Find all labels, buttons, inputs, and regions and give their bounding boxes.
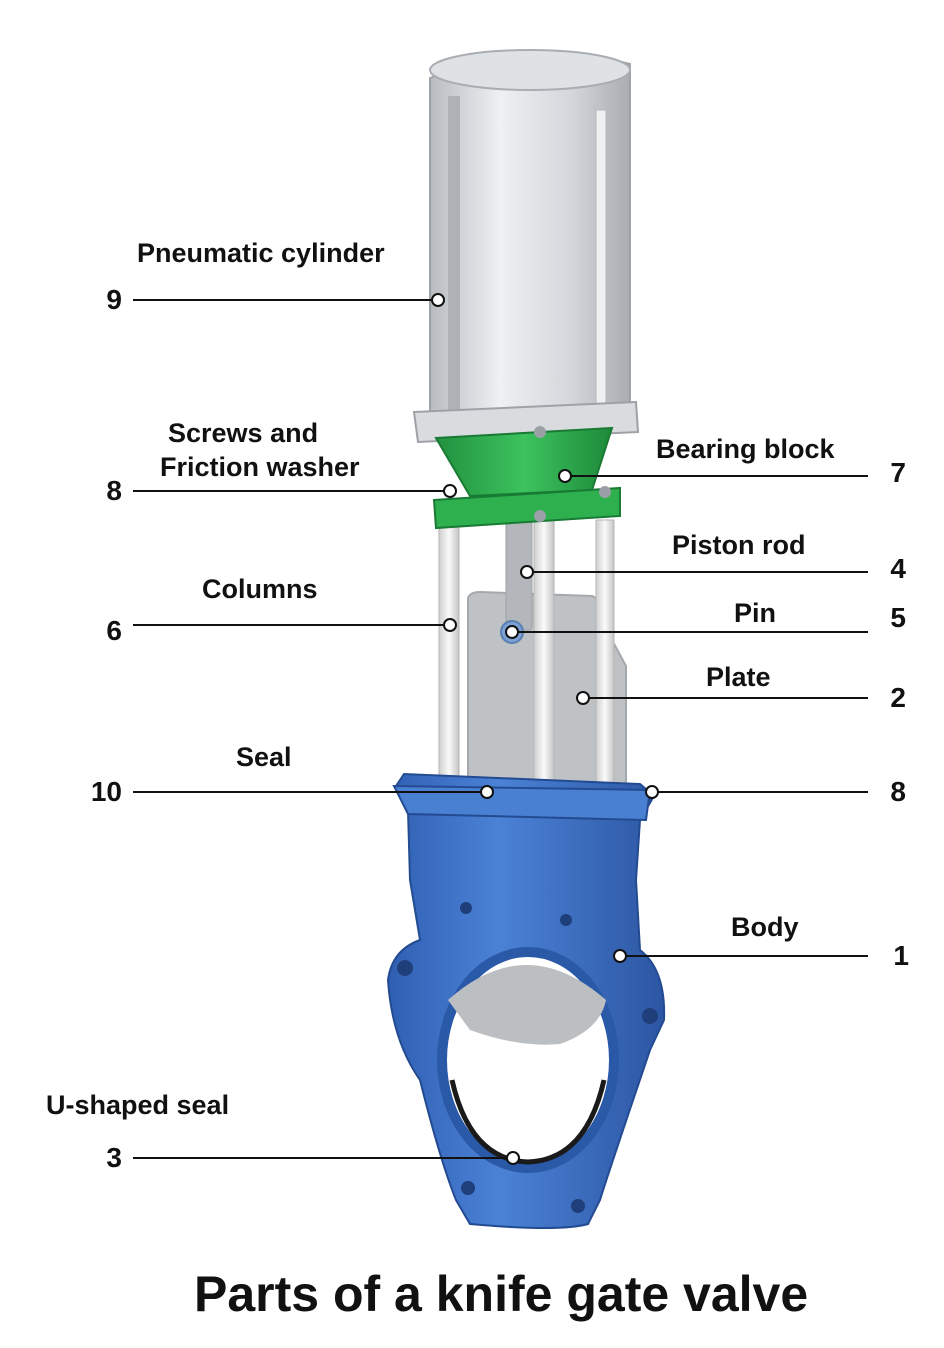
column-right xyxy=(595,519,615,801)
number-7: 7 xyxy=(890,457,906,488)
label-pin: Pin xyxy=(734,598,776,628)
bolt-hole-3 xyxy=(460,902,472,914)
marker-10 xyxy=(480,785,494,799)
screw-3 xyxy=(534,510,546,522)
part-labels: Pneumatic cylinder 9 Screws and Friction… xyxy=(46,238,909,1173)
marker-2 xyxy=(576,691,590,705)
label-seal: Seal xyxy=(236,742,292,772)
bearing-block-shape xyxy=(434,426,614,498)
number-9: 9 xyxy=(106,284,122,315)
bolt-hole-5 xyxy=(461,1181,475,1195)
cylinder-rib-2 xyxy=(595,109,607,411)
marker-9 xyxy=(431,293,445,307)
cylinder-rib-1 xyxy=(448,96,460,412)
diagram-title: Parts of a knife gate valve xyxy=(194,1266,808,1322)
bolt-hole-1 xyxy=(397,960,413,976)
label-piston-rod: Piston rod xyxy=(672,530,806,560)
seal-gland xyxy=(392,784,652,822)
leader-lines xyxy=(133,293,868,1165)
bolt-hole-4 xyxy=(560,914,572,926)
number-2: 2 xyxy=(890,682,906,713)
label-pneumatic-cylinder: Pneumatic cylinder xyxy=(137,238,385,268)
bolt-hole-2 xyxy=(642,1008,658,1024)
label-screws-line1: Screws and xyxy=(168,418,318,448)
number-6: 6 xyxy=(106,615,122,646)
label-u-shaped-seal: U-shaped seal xyxy=(46,1090,229,1120)
number-4: 4 xyxy=(890,553,906,584)
number-8-top: 8 xyxy=(106,475,122,506)
number-1: 1 xyxy=(893,940,909,971)
screw-2 xyxy=(599,486,611,498)
bolt-hole-6 xyxy=(571,1199,585,1213)
marker-8-top xyxy=(443,484,457,498)
number-8-bottom: 8 xyxy=(890,776,906,807)
label-columns: Columns xyxy=(202,574,318,604)
label-plate: Plate xyxy=(706,662,771,692)
marker-3 xyxy=(506,1151,520,1165)
number-5: 5 xyxy=(890,602,906,633)
marker-4 xyxy=(520,565,534,579)
number-3: 3 xyxy=(106,1142,122,1173)
marker-8-bottom xyxy=(645,785,659,799)
plate-in-bore xyxy=(448,965,606,1045)
marker-7 xyxy=(558,469,572,483)
cylinder-top xyxy=(429,49,631,91)
number-10: 10 xyxy=(91,776,122,807)
u-seal-shape xyxy=(449,1079,607,1165)
bearing-block-base xyxy=(432,486,621,530)
marker-6 xyxy=(443,618,457,632)
marker-1 xyxy=(613,949,627,963)
marker-5 xyxy=(505,625,519,639)
label-screws-line2: Friction washer xyxy=(160,452,360,482)
label-body: Body xyxy=(731,912,799,942)
screw-1 xyxy=(534,426,546,438)
valve-illustration xyxy=(386,49,666,1229)
label-bearing-block: Bearing block xyxy=(656,434,836,464)
